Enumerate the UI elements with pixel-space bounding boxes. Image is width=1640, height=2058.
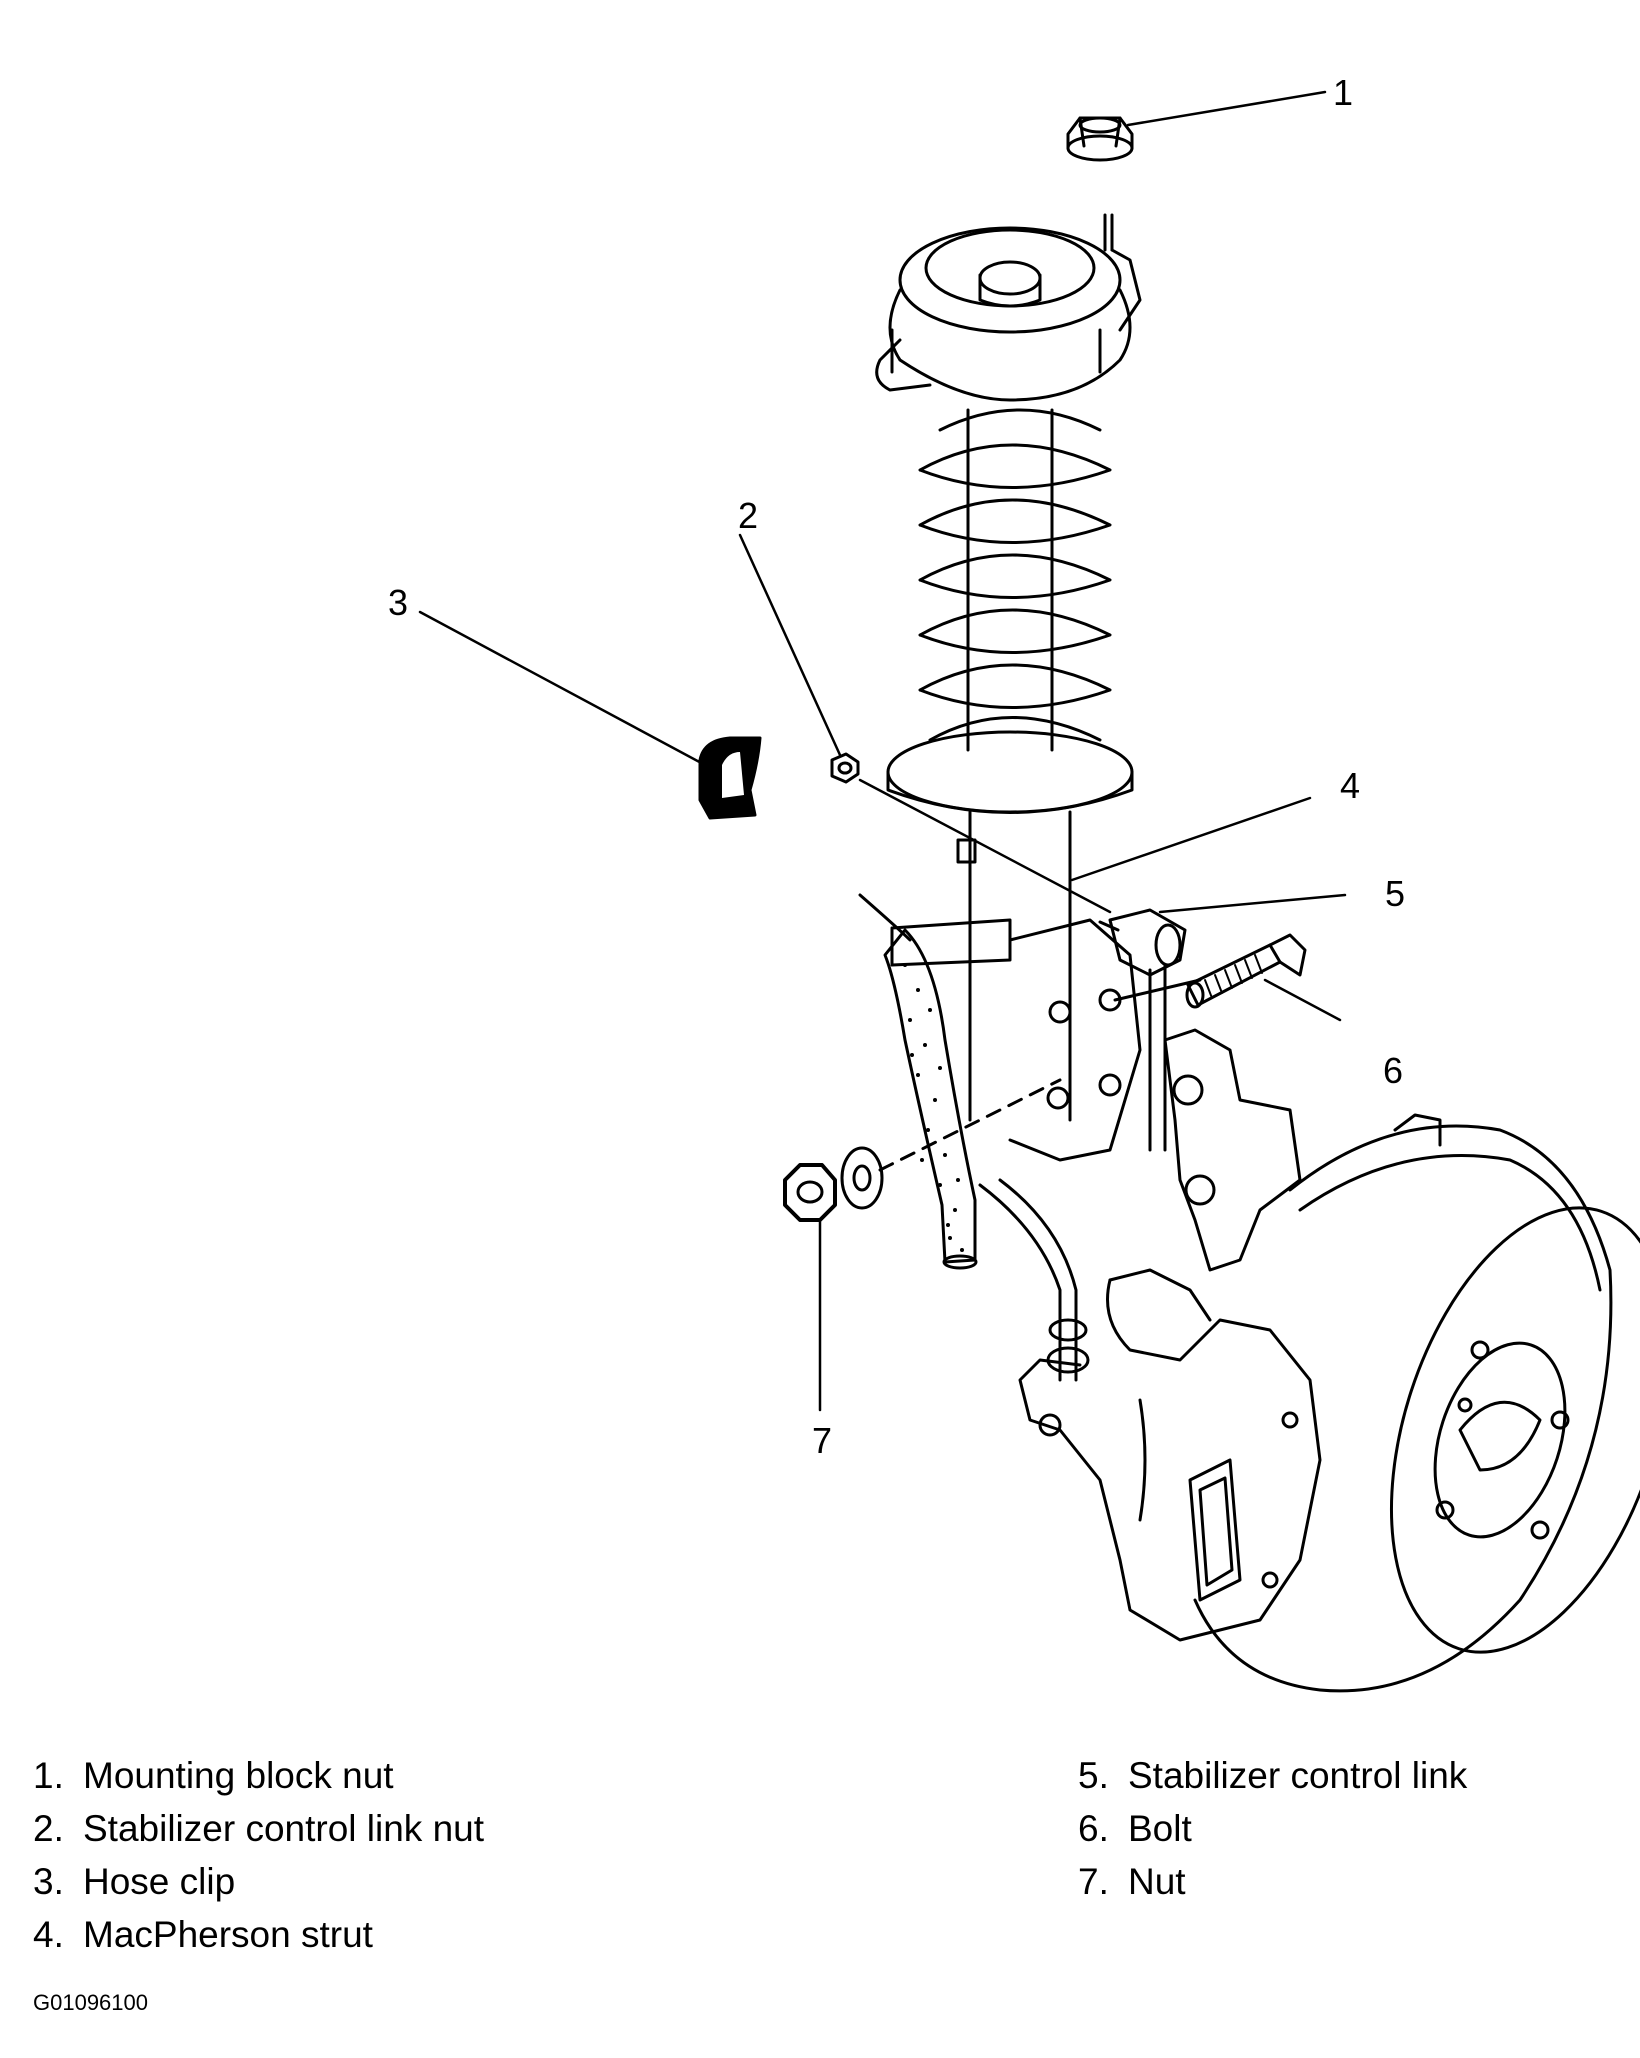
bolt	[1185, 933, 1307, 1009]
leader-3	[418, 610, 707, 767]
mounting-block-nut	[1066, 116, 1134, 162]
macpherson-strut-body	[890, 810, 1142, 1162]
hose-clip	[698, 736, 762, 820]
brake-rotor	[1193, 1113, 1640, 1693]
leader-2b	[858, 778, 1112, 914]
callout-5: 5	[1385, 873, 1406, 914]
leader-2	[738, 533, 842, 757]
leader-5	[1158, 893, 1347, 914]
legend-item: 5.Stabilizer control link	[1078, 1755, 1468, 1796]
legend-item: 2.Stabilizer control link nut	[33, 1808, 485, 1849]
coil-spring	[918, 408, 1112, 752]
callout-6: 6	[1383, 1050, 1404, 1091]
callout-1: 1	[1333, 72, 1354, 113]
callout-4: 4	[1340, 765, 1361, 806]
leader-4	[1070, 796, 1312, 882]
assembly-line	[878, 1078, 1062, 1172]
stabilizer-control-link	[1098, 908, 1202, 1152]
steering-knuckle	[1163, 1028, 1302, 1272]
stabilizer-link-nut	[830, 752, 860, 784]
upper-strut-mount	[875, 213, 1142, 402]
legend-item: 4.MacPherson strut	[33, 1914, 373, 1955]
legend-item: 6.Bolt	[1078, 1808, 1192, 1849]
nut-and-washer	[783, 1146, 884, 1222]
legend-item: 7.Nut	[1078, 1861, 1186, 1902]
leader-1	[1126, 90, 1327, 127]
leader-6	[1263, 978, 1342, 1022]
callout-7: 7	[812, 1420, 833, 1461]
strut-assembly-diagram	[418, 90, 1640, 1693]
brake-hose	[858, 893, 1090, 1382]
legend-item: 1.Mounting block nut	[33, 1755, 394, 1796]
callout-leaders	[418, 90, 1347, 1412]
brake-caliper	[1018, 1268, 1322, 1642]
legend-item: 3.Hose clip	[33, 1861, 236, 1902]
lower-spring-seat	[886, 730, 1134, 814]
figure-id: G01096100	[33, 1990, 148, 2015]
callout-3: 3	[388, 582, 409, 623]
callout-2: 2	[738, 495, 759, 536]
